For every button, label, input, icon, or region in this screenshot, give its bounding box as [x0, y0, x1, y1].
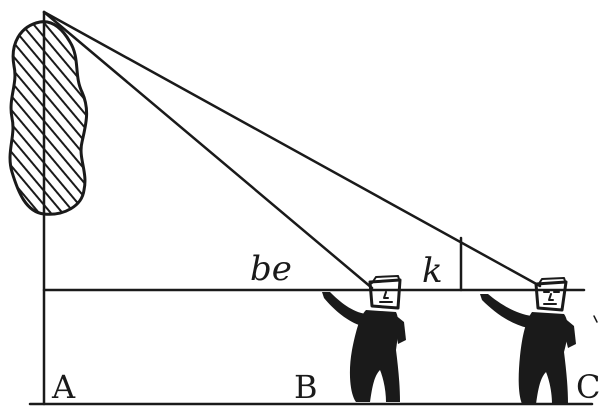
observer-c-figure: [480, 277, 598, 404]
point-label-b: B: [294, 368, 318, 406]
point-label-a: A: [51, 368, 76, 406]
sight-line-far: [42, 10, 542, 288]
angle-label-near: be: [250, 249, 292, 289]
angle-label-far: k: [422, 251, 443, 291]
sight-line-near: [42, 10, 374, 290]
point-label-c: C: [576, 368, 599, 406]
hatched-tree-icon: [8, 20, 89, 216]
observer-b-figure: [322, 275, 406, 402]
